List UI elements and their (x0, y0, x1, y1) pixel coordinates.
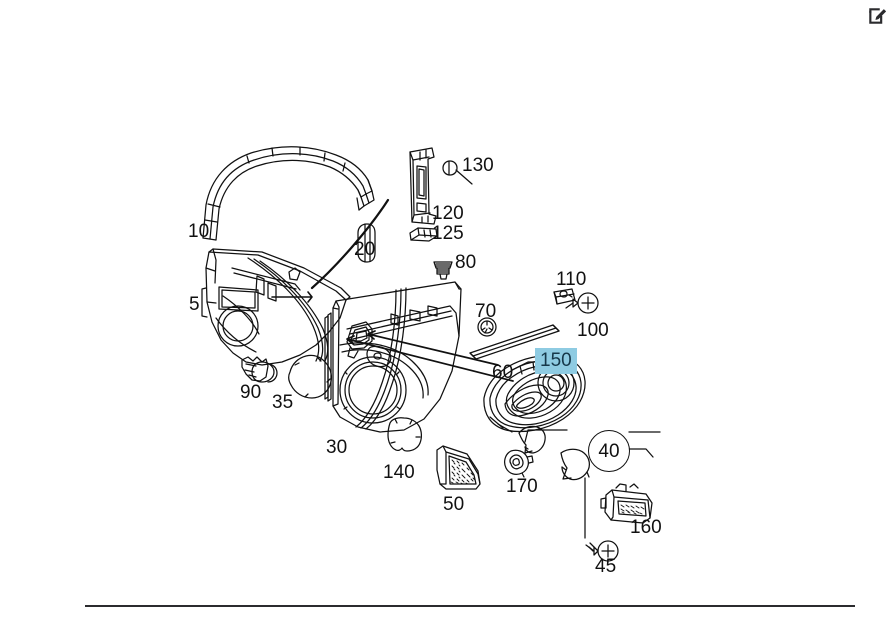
callout-110[interactable]: 110 (556, 269, 587, 290)
part-110-bracket-small (553, 288, 576, 305)
part-10-window-frame-seal (202, 146, 375, 241)
callout-90[interactable]: 90 (240, 382, 262, 403)
callout-170[interactable]: 170 (506, 476, 538, 497)
edit-pencil-square-icon[interactable] (865, 4, 889, 28)
callout-50[interactable]: 50 (443, 494, 465, 515)
part-45-screw-cross-head (585, 540, 619, 562)
part-170-rotary-knob (504, 449, 534, 478)
part-160-airbag-emblem-cover (600, 483, 653, 524)
part-70-expansion-rivet (477, 317, 497, 337)
callout-45[interactable]: 45 (595, 556, 617, 577)
part-140-insulation-pad (387, 417, 422, 452)
callout-40[interactable]: 40 (588, 430, 630, 472)
part-125-retaining-clip (409, 227, 438, 242)
part-40-hook-lower (560, 448, 591, 481)
callout-10[interactable]: 10 (188, 221, 210, 242)
callout-5[interactable]: 5 (189, 294, 200, 315)
part-35-foam-pad (288, 354, 332, 399)
part-90-expanding-rivet (241, 356, 278, 383)
part-40-hook-upper (518, 425, 546, 454)
callout-20[interactable]: 20 (354, 239, 376, 260)
part-50-speaker-grille (436, 445, 481, 490)
callout-160[interactable]: 160 (630, 517, 662, 538)
footer-divider (85, 605, 855, 607)
callout-35[interactable]: 35 (272, 392, 294, 413)
callout-100[interactable]: 100 (577, 320, 609, 341)
callout-60[interactable]: 60 (492, 362, 514, 383)
leader-line-seal-to-panel (271, 291, 313, 303)
callout-130[interactable]: 130 (462, 155, 494, 176)
part-80-grommet-plug (433, 261, 453, 280)
part-5-door-shell-carrier (201, 248, 351, 366)
callout-70[interactable]: 70 (475, 301, 497, 322)
callout-120[interactable]: 120 (432, 203, 464, 224)
callout-140[interactable]: 140 (383, 462, 415, 483)
part-60-trim-strip-insert (469, 324, 560, 360)
part-20-rubber-buffer (357, 223, 376, 263)
leader-line-long-diagonal (310, 198, 390, 290)
callout-125[interactable]: 125 (432, 223, 464, 244)
part-30-door-trim-panel (324, 281, 462, 433)
callout-30[interactable]: 30 (326, 437, 348, 458)
part-100-screw-fastener (565, 292, 599, 314)
leader-lines-to-handle-bezel (346, 330, 514, 382)
part-130-pin-fastener (442, 160, 473, 185)
part-120-mounting-bracket (409, 147, 437, 225)
callout-80[interactable]: 80 (455, 252, 477, 273)
callout-150[interactable]: 150 (535, 348, 577, 374)
